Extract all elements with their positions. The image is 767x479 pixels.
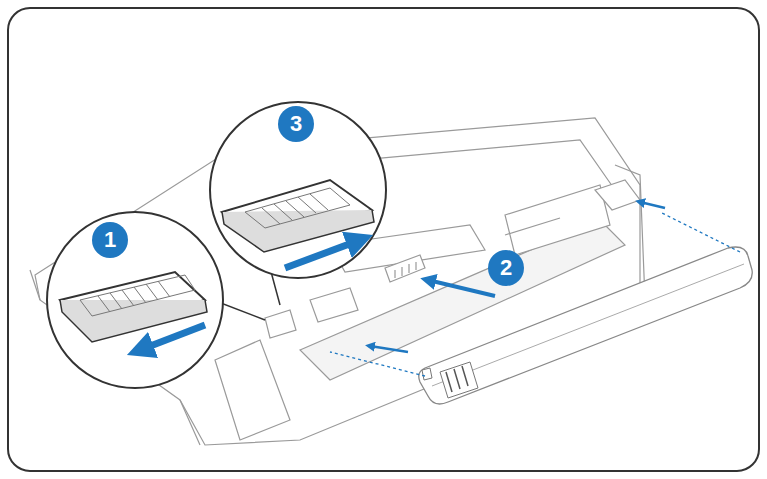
frame [8, 8, 759, 471]
callout-circle: 3 [278, 106, 314, 142]
callout-number: 2 [500, 257, 512, 279]
callout-number: 3 [290, 113, 302, 135]
callout-number: 1 [104, 229, 116, 251]
magnifier-3 [210, 102, 386, 305]
direction-arrows [370, 202, 665, 352]
callout-circle: 1 [92, 222, 128, 258]
battery [419, 247, 752, 404]
callout-circle: 2 [488, 250, 524, 286]
guide-lines [330, 212, 740, 376]
